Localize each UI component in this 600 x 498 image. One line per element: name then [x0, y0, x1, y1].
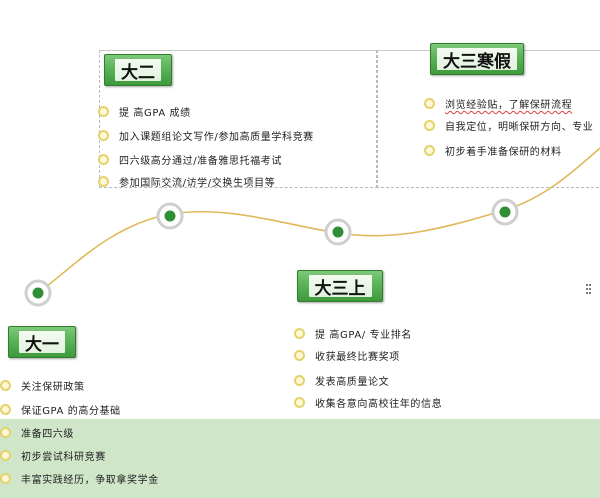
list-item: 加入课题组论文写作/参加高质量学科竞赛 [98, 128, 314, 143]
circle-bullet-icon [0, 427, 11, 438]
circle-bullet-icon [0, 450, 11, 461]
list-item: 自我定位，明晰保研方向、专业 [424, 118, 593, 133]
drag-handle-icon[interactable] [586, 284, 592, 296]
group-box-second [99, 50, 378, 188]
stage-badge-second[interactable]: 大二 [104, 54, 172, 86]
stage-badge-first[interactable]: 大一 [8, 326, 76, 358]
milestone-node-icon[interactable] [156, 202, 184, 230]
list-item: 收集各意向高校往年的信息 [294, 395, 442, 410]
list-item: 四六级高分通过/准备雅思托福考试 [98, 152, 282, 167]
list-item: 关注保研政策 [0, 378, 85, 393]
circle-bullet-icon [98, 130, 109, 141]
stage-badge-third-first[interactable]: 大三上 [297, 270, 383, 302]
circle-bullet-icon [294, 328, 305, 339]
highlight-band [0, 419, 600, 498]
list-item: 初步尝试科研竞赛 [0, 448, 106, 463]
circle-bullet-icon [0, 404, 11, 415]
milestone-node-icon[interactable] [24, 279, 52, 307]
milestone-node-icon[interactable] [324, 218, 352, 246]
stage-title: 大二 [115, 59, 161, 83]
circle-bullet-icon [0, 473, 11, 484]
stage-title: 大一 [19, 331, 65, 355]
circle-bullet-icon [424, 98, 435, 109]
circle-bullet-icon [98, 176, 109, 187]
milestone-node-icon[interactable] [491, 198, 519, 226]
list-item: 参加国际交流/访学/交换生项目等 [98, 174, 275, 189]
circle-bullet-icon [424, 145, 435, 156]
circle-bullet-icon [294, 375, 305, 386]
stage-badge-third-winter[interactable]: 大三寒假 [430, 43, 524, 75]
circle-bullet-icon [0, 380, 11, 391]
circle-bullet-icon [424, 120, 435, 131]
list-item: 提 高GPA 成绩 [98, 104, 191, 119]
list-item: 收获最终比赛奖项 [294, 348, 400, 363]
list-item: 准备四六级 [0, 425, 74, 440]
list-item: 提 高GPA/ 专业排名 [294, 326, 412, 341]
circle-bullet-icon [294, 350, 305, 361]
list-item: 保证GPA 的高分基础 [0, 402, 121, 417]
circle-bullet-icon [294, 397, 305, 408]
list-item: 发表高质量论文 [294, 373, 389, 388]
circle-bullet-icon [98, 106, 109, 117]
stage-title: 大三寒假 [437, 48, 517, 72]
list-item: 丰富实践经历，争取拿奖学金 [0, 471, 159, 486]
list-item: 初步着手准备保研的材料 [424, 143, 562, 158]
list-item: 浏览经验贴，了解保研流程 [424, 96, 572, 111]
circle-bullet-icon [98, 154, 109, 165]
stage-title: 大三上 [308, 275, 372, 299]
